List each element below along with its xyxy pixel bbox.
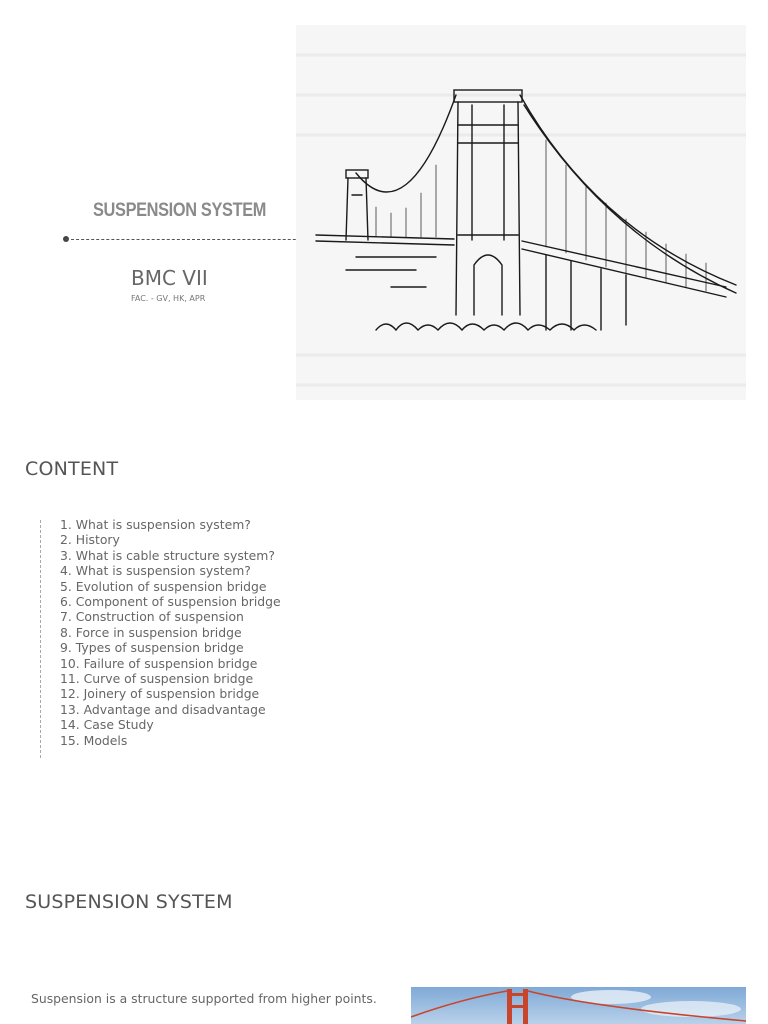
- contents-list: 1. What is suspension system? 2. History…: [60, 517, 281, 748]
- list-item: 11. Curve of suspension bridge: [60, 671, 254, 687]
- contents-heading: CONTENT: [25, 458, 119, 480]
- list-item: 3. What is cable structure system?: [60, 547, 275, 563]
- list-item: 13. Advantage and disadvantage: [60, 701, 266, 717]
- list-item: 7. Construction of suspension: [60, 609, 244, 625]
- course-code: BMC VII: [131, 266, 208, 290]
- list-item: 2. History: [60, 532, 120, 548]
- section-heading: SUSPENSION SYSTEM: [25, 891, 233, 913]
- contents-divider: [40, 520, 41, 758]
- list-item: 1. What is suspension system?: [60, 517, 251, 532]
- list-item: 5. Evolution of suspension bridge: [60, 578, 267, 594]
- cover-title: SUSPENSION SYSTEM: [93, 200, 267, 221]
- list-item: 12. Joinery of suspension bridge: [60, 686, 260, 702]
- list-item: 15. Models: [60, 732, 128, 748]
- list-item: 8. Force in suspension bridge: [60, 624, 242, 640]
- list-item: 6. Component of suspension bridge: [60, 594, 281, 610]
- leader-line: [66, 239, 326, 240]
- suspension-bridge-sketch: [296, 25, 746, 400]
- list-item: 9. Types of suspension bridge: [60, 640, 244, 656]
- cover-slide: SUSPENSION SYSTEM BMC VII FAC. - GV, HK,…: [0, 0, 768, 410]
- list-item: 10. Failure of suspension bridge: [60, 655, 258, 671]
- list-item: 14. Case Study: [60, 717, 154, 733]
- red-bridge-photo: [411, 987, 746, 1024]
- list-item: 4. What is suspension system?: [60, 563, 251, 579]
- definition-text: Suspension is a structure supported from…: [31, 991, 377, 1006]
- faculty-credit: FAC. - GV, HK, APR: [131, 294, 206, 303]
